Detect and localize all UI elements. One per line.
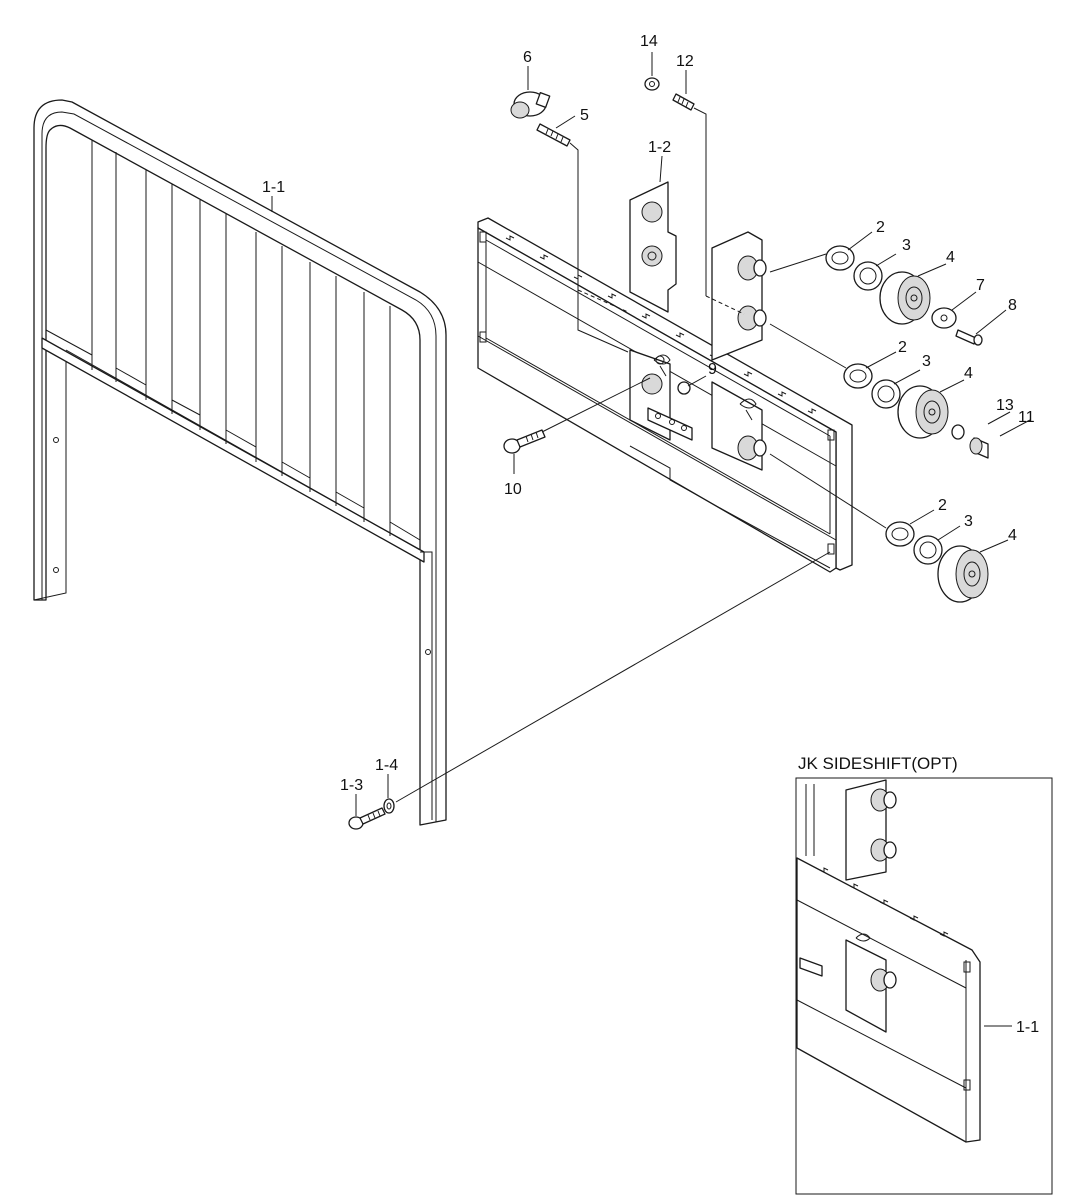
callout-2-lower: 2 xyxy=(938,497,947,514)
stud-middle xyxy=(737,305,767,331)
callout-1-1: 1-1 xyxy=(262,179,285,196)
callout-leaders xyxy=(271,52,1031,816)
part-1-4-washer xyxy=(383,798,395,814)
callout-4-upper: 4 xyxy=(946,249,955,266)
part-12-setscrew xyxy=(672,93,695,111)
callout-14: 14 xyxy=(640,33,658,50)
callout-1-3: 1-3 xyxy=(340,777,363,794)
spring-clip-right xyxy=(739,398,757,421)
callout-2-upper: 2 xyxy=(876,219,885,236)
callout-10: 10 xyxy=(504,481,522,498)
spring-clip-left xyxy=(653,354,671,377)
inset-sideshift xyxy=(795,777,1053,1195)
part-1-3-bolt xyxy=(348,807,386,830)
callout-4-middle: 4 xyxy=(964,365,973,382)
callout-3-lower: 3 xyxy=(964,513,973,530)
roller-set-middle xyxy=(843,363,989,459)
part-6-plunger xyxy=(510,91,551,119)
roller-set-upper xyxy=(825,245,983,346)
assembly-lines xyxy=(395,107,887,803)
callout-3-middle: 3 xyxy=(922,353,931,370)
part-10-bolt xyxy=(503,429,546,454)
part-14-nut xyxy=(644,77,660,91)
callout-inset-1-1: 1-1 xyxy=(1016,1019,1039,1036)
callout-9: 9 xyxy=(708,361,717,378)
callout-13: 13 xyxy=(996,397,1014,414)
callout-12: 12 xyxy=(676,53,694,70)
part-9-nut xyxy=(677,381,691,395)
callout-3-upper: 3 xyxy=(902,237,911,254)
callout-5: 5 xyxy=(580,107,589,124)
callout-1-4: 1-4 xyxy=(375,757,398,774)
callout-11: 11 xyxy=(1018,409,1035,426)
stopper-block xyxy=(647,407,693,441)
callout-1-2: 1-2 xyxy=(648,139,671,156)
load-backrest xyxy=(33,99,447,826)
part-5-pin xyxy=(536,123,571,147)
stud-upper xyxy=(737,255,767,281)
stud-lower xyxy=(737,435,767,461)
inset-title: JK SIDESHIFT(OPT) xyxy=(798,754,958,773)
callout-6: 6 xyxy=(523,49,532,66)
callout-2-middle: 2 xyxy=(898,339,907,356)
callout-labels: 1-1 1-2 1-3 1-4 2 2 2 3 3 3 4 4 4 5 6 7 … xyxy=(262,33,1039,1036)
callout-7: 7 xyxy=(976,277,985,294)
callout-4-lower: 4 xyxy=(1008,527,1017,544)
callout-8: 8 xyxy=(1008,297,1017,314)
roller-set-lower xyxy=(885,521,989,603)
